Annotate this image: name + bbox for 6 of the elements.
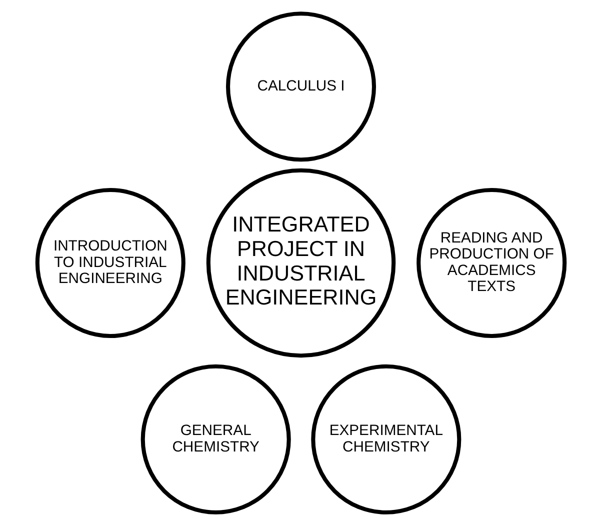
node-circle: CALCULUS I — [225, 12, 376, 162]
node-circle: EXPERIMENTAL CHEMISTRY — [310, 364, 461, 514]
node-circle: INTRODUCTION TO INDUSTRIAL ENGINEERING — [34, 188, 185, 338]
node-circle: READING AND PRODUCTION OF ACADEMICS TEXTS — [416, 188, 566, 338]
node-circle: GENERAL CHEMISTRY — [140, 364, 290, 514]
node-circle: INTEGRATED PROJECT IN INDUSTRIAL ENGINEERING — [206, 168, 396, 358]
